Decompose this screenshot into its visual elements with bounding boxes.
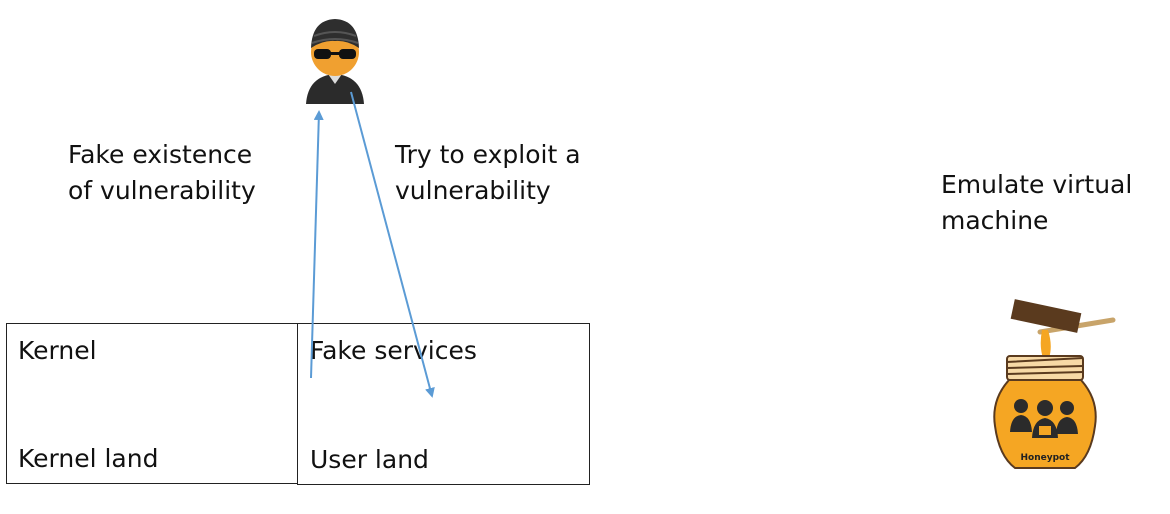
label-try-exploit-line1: Try to exploit a bbox=[395, 140, 581, 169]
user-land-box: Fake services User land bbox=[297, 323, 590, 485]
label-try-exploit-line2: vulnerability bbox=[395, 176, 551, 205]
label-fake-existence-line2: of vulnerability bbox=[68, 176, 256, 205]
kernel-land-label: Kernel land bbox=[18, 444, 159, 473]
label-emulate-line1: Emulate virtual bbox=[941, 170, 1133, 199]
label-try-exploit: Try to exploit a vulnerability bbox=[395, 137, 581, 209]
label-emulate-line2: machine bbox=[941, 206, 1049, 235]
hacker-icon bbox=[306, 19, 364, 104]
honeypot-label: Honeypot bbox=[1020, 453, 1070, 463]
label-fake-existence-line1: Fake existence bbox=[68, 140, 253, 169]
kernel-title: Kernel bbox=[18, 336, 97, 365]
arrow-exploit bbox=[350, 91, 435, 398]
label-fake-existence: Fake existence of vulnerability bbox=[68, 137, 256, 209]
kernel-box: Kernel Kernel land bbox=[6, 323, 298, 484]
fake-services-label: Fake services bbox=[310, 336, 477, 365]
arrow-fake-existence bbox=[310, 110, 324, 379]
honeypot-jar-icon: Honeypot bbox=[993, 299, 1116, 469]
label-emulate-vm: Emulate virtual machine bbox=[941, 167, 1132, 239]
user-land-label: User land bbox=[310, 445, 429, 474]
